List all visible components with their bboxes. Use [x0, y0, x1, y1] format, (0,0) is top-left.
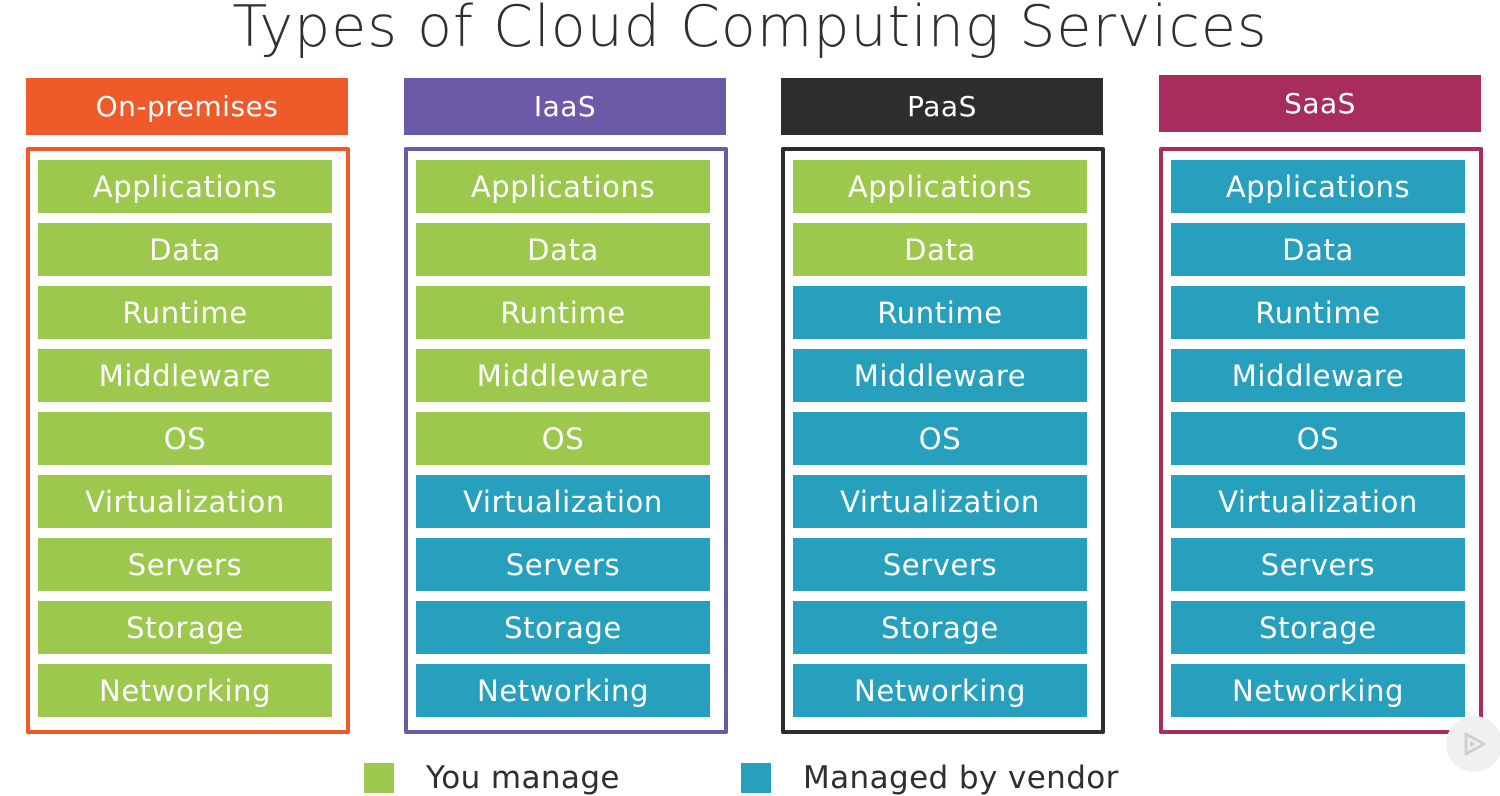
column-frame	[26, 147, 350, 734]
layer-os: OS	[1171, 412, 1465, 465]
legend-you-manage: You manage	[364, 760, 620, 796]
layer-middleware: Middleware	[38, 349, 332, 402]
column-frame	[404, 147, 728, 734]
page-title: Types of Cloud Computing Services	[232, 0, 1268, 60]
layer-servers: Servers	[38, 538, 332, 591]
legend-swatch-you-manage	[364, 763, 394, 793]
layer-storage: Storage	[1171, 601, 1465, 654]
column-frame	[781, 147, 1105, 734]
column-header: IaaS	[404, 78, 726, 135]
legend-vendor: Managed by vendor	[741, 760, 1119, 796]
column-header: PaaS	[781, 78, 1103, 135]
layer-runtime: Runtime	[38, 286, 332, 339]
layer-storage: Storage	[793, 601, 1087, 654]
legend-swatch-vendor	[741, 763, 771, 793]
layer-os: OS	[38, 412, 332, 465]
layer-virtualization: Virtualization	[416, 475, 710, 528]
layer-networking: Networking	[416, 664, 710, 717]
layer-data: Data	[1171, 223, 1465, 276]
layer-storage: Storage	[416, 601, 710, 654]
layer-middleware: Middleware	[416, 349, 710, 402]
layer-runtime: Runtime	[793, 286, 1087, 339]
layer-applications: Applications	[416, 160, 710, 213]
column-frame	[1159, 147, 1483, 734]
layer-os: OS	[793, 412, 1087, 465]
layer-networking: Networking	[793, 664, 1087, 717]
legend-label-vendor: Managed by vendor	[803, 760, 1119, 796]
layer-networking: Networking	[38, 664, 332, 717]
column-header: SaaS	[1159, 75, 1481, 132]
play-icon-glyph	[1464, 732, 1486, 756]
layer-os: OS	[416, 412, 710, 465]
layer-middleware: Middleware	[1171, 349, 1465, 402]
layer-data: Data	[793, 223, 1087, 276]
layer-virtualization: Virtualization	[38, 475, 332, 528]
layer-storage: Storage	[38, 601, 332, 654]
layer-runtime: Runtime	[1171, 286, 1465, 339]
layer-middleware: Middleware	[793, 349, 1087, 402]
layer-virtualization: Virtualization	[1171, 475, 1465, 528]
layer-data: Data	[38, 223, 332, 276]
legend-label-you-manage: You manage	[426, 760, 620, 796]
layer-runtime: Runtime	[416, 286, 710, 339]
layer-applications: Applications	[38, 160, 332, 213]
layer-data: Data	[416, 223, 710, 276]
layer-servers: Servers	[1171, 538, 1465, 591]
play-icon[interactable]	[1446, 716, 1500, 772]
layer-applications: Applications	[793, 160, 1087, 213]
layer-virtualization: Virtualization	[793, 475, 1087, 528]
layer-applications: Applications	[1171, 160, 1465, 213]
layer-servers: Servers	[793, 538, 1087, 591]
layer-networking: Networking	[1171, 664, 1465, 717]
column-header: On-premises	[26, 78, 348, 135]
layer-servers: Servers	[416, 538, 710, 591]
